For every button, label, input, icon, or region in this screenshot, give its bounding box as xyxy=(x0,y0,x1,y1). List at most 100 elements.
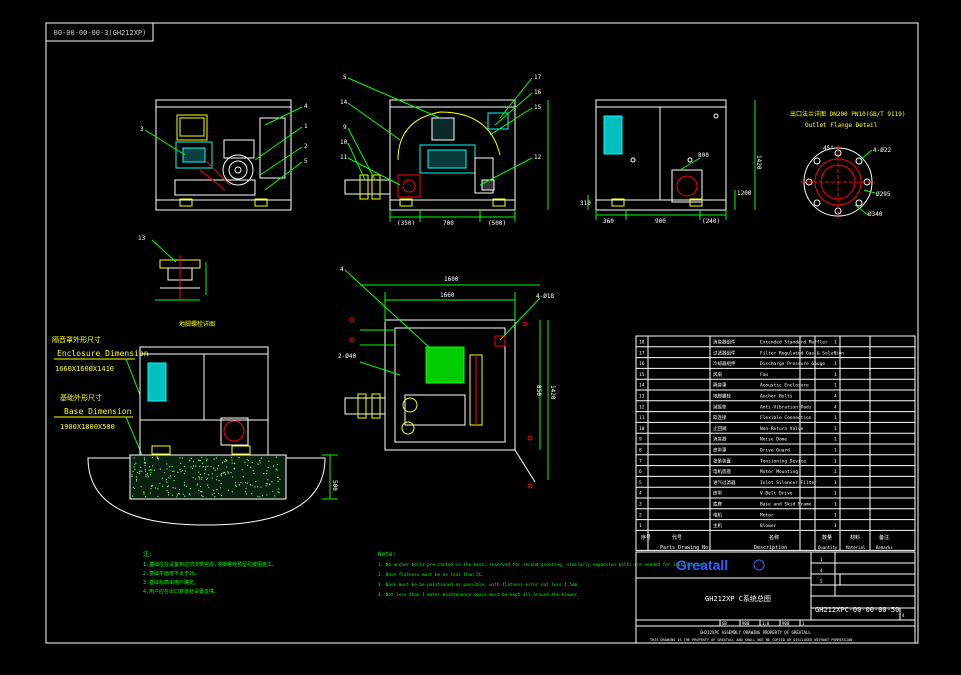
plan-dim-2: 1660 xyxy=(440,292,455,299)
concrete-speck xyxy=(201,456,203,458)
parts-row-qty: 1 xyxy=(834,383,837,389)
concrete-speck xyxy=(184,470,187,472)
concrete-speck xyxy=(221,462,224,464)
concrete-speck xyxy=(185,485,187,488)
concrete-speck xyxy=(200,485,202,488)
concrete-speck xyxy=(216,475,218,478)
concrete-speck xyxy=(158,458,160,460)
concrete-speck xyxy=(183,481,186,483)
concrete-speck xyxy=(246,464,249,466)
concrete-speck xyxy=(247,459,250,461)
notes-en-line: 1. No anchor bolts pre-casted in the bas… xyxy=(378,562,707,568)
concrete-speck xyxy=(244,461,246,463)
concrete-speck xyxy=(152,465,154,467)
parts-row-qty: 1 xyxy=(834,480,837,486)
side-label-12: 12 xyxy=(534,154,542,161)
concrete-speck xyxy=(131,475,133,478)
concrete-speck xyxy=(251,484,253,486)
concrete-speck xyxy=(150,488,152,490)
parts-row-code: 风扇 xyxy=(713,371,722,378)
concrete-speck xyxy=(166,481,168,483)
enclosure-cn: 隔音罩外形尺寸 xyxy=(52,335,101,344)
concrete-speck xyxy=(174,487,176,489)
concrete-speck xyxy=(167,485,170,487)
svg-text:备注: 备注 xyxy=(879,534,889,541)
outlet-flange xyxy=(801,145,876,219)
front-label-2: 2 xyxy=(304,143,308,150)
concrete-speck xyxy=(178,489,181,491)
concrete-speck xyxy=(226,466,228,468)
parts-row-desc: Flexible Connection xyxy=(760,415,812,421)
concrete-speck xyxy=(131,474,133,476)
concrete-speck xyxy=(208,486,210,488)
concrete-speck xyxy=(134,463,136,465)
concrete-speck xyxy=(183,465,186,467)
concrete-speck xyxy=(189,460,191,462)
concrete-speck xyxy=(135,476,138,478)
parts-row-code: 地脚螺栓 xyxy=(713,393,731,400)
concrete-speck xyxy=(131,495,134,497)
concrete-speck xyxy=(173,475,176,478)
parts-row-no: 12 xyxy=(639,404,645,410)
flange-dim-1: 4-Ø22 xyxy=(873,147,891,154)
parts-row-desc: Fan xyxy=(760,372,768,378)
side-label-17: 17 xyxy=(534,74,542,81)
scale-cell: 1:8 xyxy=(762,621,770,626)
scale-cell: 900 xyxy=(782,621,790,626)
notes-en-heading: Note: xyxy=(378,551,396,558)
concrete-speck xyxy=(245,493,248,495)
right-dim-7: 310 xyxy=(580,200,591,207)
concrete-speck xyxy=(233,468,236,470)
concrete-speck xyxy=(235,485,237,488)
concrete-speck xyxy=(218,480,220,482)
concrete-speck xyxy=(230,472,232,474)
svg-text:材料: 材料 xyxy=(850,534,860,541)
concrete-speck xyxy=(141,470,143,472)
concrete-speck xyxy=(151,469,153,471)
parts-row-qty: 1 xyxy=(834,458,837,464)
parts-row-qty: 4 xyxy=(834,404,837,410)
concrete-speck xyxy=(274,495,276,497)
concrete-speck xyxy=(172,470,174,472)
concrete-speck xyxy=(159,468,161,470)
front-view-leaders xyxy=(144,106,303,191)
parts-row-no: 17 xyxy=(639,350,645,356)
concrete-speck xyxy=(144,496,147,498)
concrete-speck xyxy=(144,468,147,470)
concrete-speck xyxy=(269,484,271,486)
concrete-speck xyxy=(267,466,269,469)
parts-row-desc: Non-Return Valve xyxy=(760,426,804,432)
parts-row-code: 消音器组件 xyxy=(713,339,736,346)
concrete-speck xyxy=(266,494,268,496)
parts-row-qty: 1 xyxy=(834,340,837,346)
notes-cn-heading: 注: xyxy=(143,550,153,558)
concrete-speck xyxy=(159,482,161,484)
concrete-speck xyxy=(244,491,247,493)
concrete-speck xyxy=(135,462,137,464)
parts-row-desc: Noise Dome xyxy=(760,437,787,443)
svg-text:Description: Description xyxy=(754,545,787,551)
concrete-speck xyxy=(151,484,153,486)
concrete-speck xyxy=(256,486,259,488)
concrete-speck xyxy=(227,471,229,473)
side-label-16: 16 xyxy=(534,89,542,96)
foundation-view xyxy=(54,346,338,526)
concrete-speck xyxy=(218,492,220,495)
concrete-speck xyxy=(171,494,174,496)
concrete-speck xyxy=(272,490,274,493)
concrete-speck xyxy=(198,489,200,492)
concrete-speck xyxy=(148,466,151,468)
concrete-speck xyxy=(225,460,227,462)
parts-row-code: 止回阀 xyxy=(713,425,727,432)
scale-cell: 900 xyxy=(742,621,750,626)
concrete-speck xyxy=(182,493,184,495)
concrete-speck xyxy=(205,466,207,468)
concrete-speck xyxy=(188,493,191,495)
parts-row-qty: 1 xyxy=(834,502,837,508)
concrete-speck xyxy=(206,460,208,462)
concrete-speck xyxy=(143,459,146,461)
notes-cn-line: 1.基础应在设备到达前浇筑完成,地脚螺栓预留孔按图施工。 xyxy=(143,561,277,568)
parts-row-no: 18 xyxy=(639,340,645,346)
concrete-speck xyxy=(217,465,220,467)
